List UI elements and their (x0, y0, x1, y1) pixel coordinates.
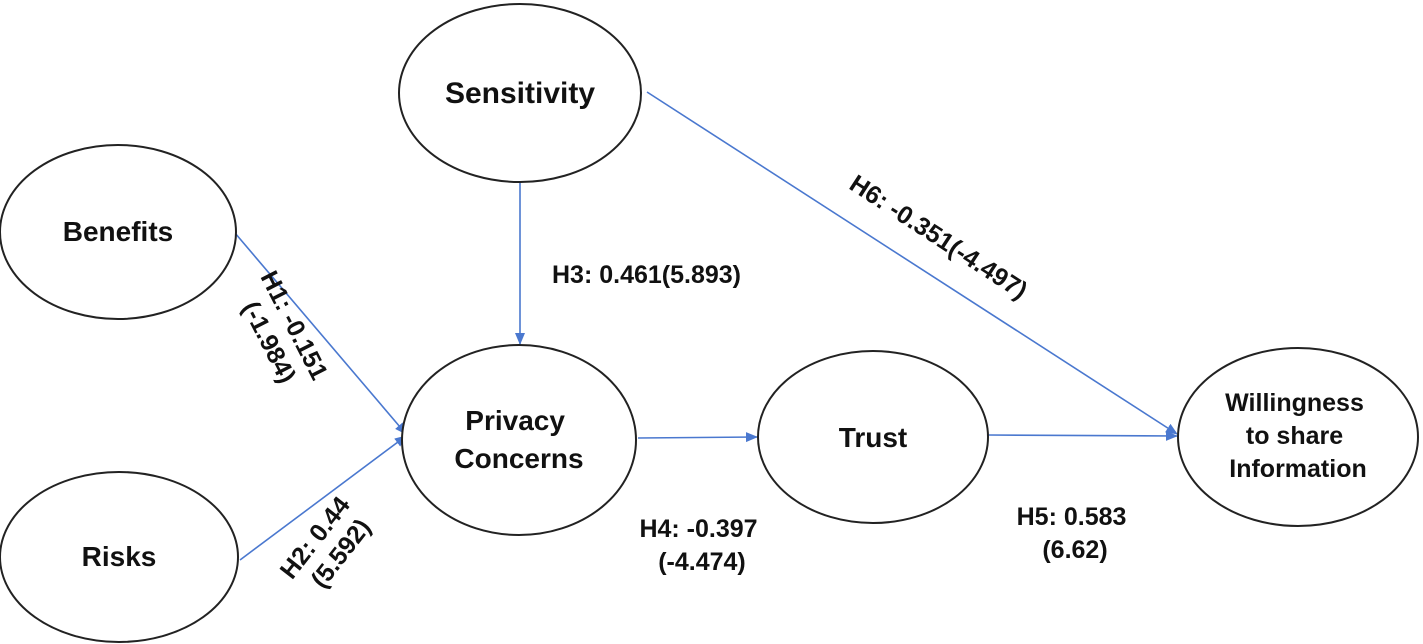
edge-label-h1: H1: -0.151 (-1.984) (228, 267, 336, 405)
svg-text:Willingness to share: Willingness to share Information (1225, 389, 1371, 483)
edges (234, 91, 1178, 561)
node-willingness-label-line-1: Willingness (1225, 389, 1364, 417)
edge-labels: H1: -0.151 (-1.984) H2: 0.44 (5.592) H3:… (228, 170, 1134, 603)
edge-label-h4-line-1: H4: -0.397 (639, 515, 757, 543)
edge-label-h4-line-2: (-4.474) (658, 548, 746, 576)
svg-text:Sensitivity: Sensitivity (445, 77, 595, 110)
edge-label-h5-line-2: (6.62) (1042, 536, 1107, 564)
edge-h6-sensitivity-to-willingness (646, 91, 1178, 435)
edge-h1-benefits-to-privacy (234, 232, 407, 435)
node-privacy-concerns: Privacy Concerns (401, 344, 637, 536)
node-risks-label: Risks (82, 541, 157, 572)
edge-label-h5: H5: 0.583 (6.62) (1017, 503, 1134, 564)
node-risks: Risks (0, 471, 239, 643)
node-willingness: Willingness to share Information (1177, 347, 1419, 527)
edge-label-h3-line-1: H3: 0.461(5.893) (552, 261, 741, 289)
svg-text:Benefits: Benefits (63, 216, 173, 247)
node-sensitivity: Sensitivity (398, 3, 642, 183)
node-willingness-label-line-3: Information (1229, 455, 1367, 483)
node-willingness-label-line-2: to share (1246, 422, 1343, 450)
node-privacy-concerns-label-line-1: Privacy (465, 405, 565, 436)
node-benefits: Benefits (0, 144, 237, 320)
edge-label-h2: H2: 0.44 (5.592) (275, 486, 384, 603)
nodes: Sensitivity Benefits Risks Privacy Conce… (0, 3, 1419, 643)
svg-text:Privacy Concerns: Privacy Concerns (454, 405, 583, 474)
node-sensitivity-label: Sensitivity (445, 77, 595, 110)
svg-text:Risks: Risks (82, 541, 157, 572)
node-privacy-concerns-label-line-2: Concerns (454, 443, 583, 474)
edge-label-h4: H4: -0.397 (-4.474) (639, 515, 764, 576)
node-trust-label: Trust (839, 422, 907, 453)
edge-label-h5-line-1: H5: 0.583 (1017, 503, 1127, 531)
node-benefits-label: Benefits (63, 216, 173, 247)
edge-h2-risks-to-privacy (239, 435, 407, 561)
node-trust: Trust (757, 350, 989, 524)
edge-label-h3: H3: 0.461(5.893) (552, 261, 741, 289)
edge-h5-trust-to-willingness (987, 430, 1178, 441)
svg-text:Trust: Trust (839, 422, 907, 453)
edge-h4-privacy-to-trust (637, 432, 758, 443)
